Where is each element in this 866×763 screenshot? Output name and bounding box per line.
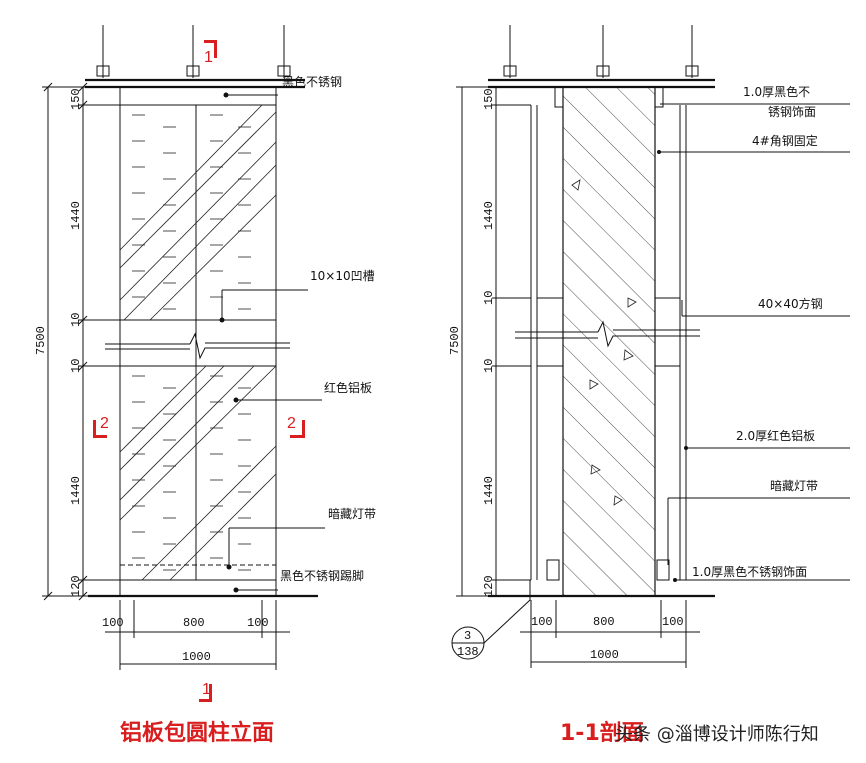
section-dim-1000: 1000 — [590, 648, 619, 662]
detail-ref-sheet: 138 — [457, 645, 479, 659]
hanger-rods — [96, 25, 291, 78]
section-vertical-dimensions: 7500 150 1440 10 10 1440 120 — [448, 86, 531, 597]
section-view: 7500 150 1440 10 10 1440 120 100 800 100… — [448, 25, 850, 746]
cladding — [530, 86, 687, 581]
watermark: 头条 @淄博设计师陈行知 — [615, 724, 819, 745]
section-label-top-finish-2: 锈钢饰面 — [768, 105, 816, 119]
section-title: 1-1剖面 — [560, 720, 644, 746]
section-dim-10-lower: 10 — [482, 359, 496, 373]
dim-100-right: 100 — [247, 616, 269, 630]
detail-ref-number: 3 — [464, 629, 471, 643]
section-dim-total-height: 7500 — [448, 326, 462, 355]
dim-1440-lower: 1440 — [69, 476, 83, 505]
dim-800: 800 — [183, 616, 205, 630]
section-mark-left: 2 — [100, 415, 109, 432]
section-label-base: 1.0厚黑色不锈钢饰面 — [692, 565, 807, 579]
section-markers: 1 1 2 2 — [93, 40, 305, 702]
dim-total-height: 7500 — [34, 326, 48, 355]
dim-1000: 1000 — [182, 650, 211, 664]
dim-1440-upper: 1440 — [69, 201, 83, 230]
elevation-annotations: 黑色不锈钢 10×10凹槽 红色铝板 暗藏灯带 黑色不锈钢踢脚 — [219, 75, 376, 593]
label-top-finish: 黑色不锈钢 — [282, 75, 342, 89]
section-dim-800: 800 — [593, 615, 615, 629]
dim-10-upper: 10 — [69, 313, 83, 327]
section-mark-bottom: 1 — [202, 681, 211, 698]
section-label-square-tube: 40×40方钢 — [758, 296, 823, 311]
section-annotations: 1.0厚黑色不 锈钢饰面 4#角钢固定 40×40方钢 2.0厚红色铝板 暗藏灯… — [657, 85, 850, 582]
section-horizontal-dimensions: 100 800 100 1000 — [520, 600, 700, 668]
label-panel: 红色铝板 — [324, 380, 372, 395]
horizontal-dimensions: 100 800 100 1000 — [102, 600, 290, 670]
vertical-dimensions: 7500 150 1440 10 10 1440 120 — [34, 82, 120, 601]
section-hanger-rods — [503, 25, 699, 78]
label-base: 黑色不锈钢踢脚 — [280, 568, 364, 583]
panel-reflection-lines — [119, 104, 277, 581]
elevation-view: 7500 150 1440 10 10 1440 120 100 800 100… — [34, 25, 376, 746]
section-dim-1440-lower: 1440 — [482, 476, 496, 505]
section-mark-top: 1 — [204, 49, 213, 66]
section-dim-120: 120 — [482, 575, 496, 597]
section-dim-150: 150 — [482, 88, 496, 110]
upper-panel — [119, 104, 277, 321]
dim-150: 150 — [69, 88, 83, 110]
section-label-angle-steel: 4#角钢固定 — [752, 133, 818, 148]
break-symbol — [105, 332, 290, 360]
section-dim-100-right: 100 — [662, 615, 684, 629]
section-dim-10-upper: 10 — [482, 291, 496, 305]
dim-100-left: 100 — [102, 616, 124, 630]
dim-10-lower: 10 — [69, 359, 83, 373]
section-label-top-finish-1: 1.0厚黑色不 — [743, 85, 810, 99]
label-groove: 10×10凹槽 — [310, 269, 375, 283]
concrete-core — [562, 86, 656, 597]
section-label-light-strip: 暗藏灯带 — [770, 478, 818, 493]
dim-120: 120 — [69, 575, 83, 597]
section-dim-100-left: 100 — [531, 615, 553, 629]
section-mark-right: 2 — [287, 415, 296, 432]
panel-texture — [132, 114, 251, 571]
lower-panel — [119, 365, 277, 581]
ceiling-slab — [85, 78, 305, 89]
detail-reference-bubble: 3 138 — [451, 580, 531, 660]
section-dim-1440-upper: 1440 — [482, 201, 496, 230]
column-outline — [119, 86, 277, 597]
label-light-strip: 暗藏灯带 — [328, 506, 376, 521]
concrete-aggregate — [571, 179, 637, 506]
elevation-title: 铝板包圆柱立面 — [120, 720, 274, 746]
section-break-symbol — [515, 320, 700, 348]
section-label-panel: 2.0厚红色铝板 — [736, 428, 815, 443]
